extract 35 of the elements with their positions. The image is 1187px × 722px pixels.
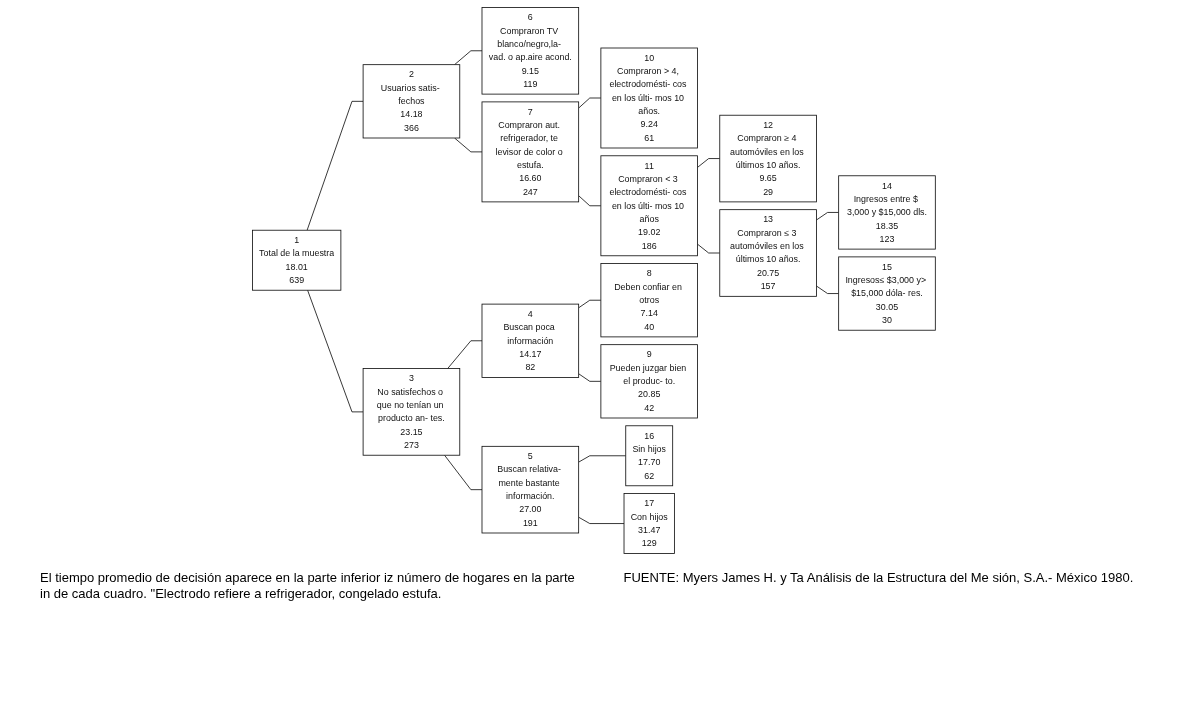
connector [577,372,601,382]
node-box: 15 Ingresos≤ $3,000 y> $15,000 dóla- res. 30.05 30 [837,255,936,331]
connector [443,454,482,490]
connector [696,157,720,168]
connector [453,137,482,152]
connector [577,299,601,308]
connector [306,100,364,231]
node-box: 7 Compraron aut. refrigerador, te levisor de color o estufa. 16.60 247 [481,100,579,202]
node-box: 11 Compraron < 3 electrodomésti- cos en los últi- mos 10 años 19.02 186 [600,154,698,256]
node-box: 16 Sin hijos 17.70 62 [624,424,673,486]
connector [815,211,839,220]
connector [446,339,482,369]
node-box: 9 Pueden juzgar bien el produc- to. 20.85 42 [600,343,698,418]
node-box: 4 Buscan poca información 14.17 82 [481,303,579,378]
note-text: El tiempo promedio de decisión aparece en la parte inferior iz número de hogares en la parte in de cada cuadro. "Electrodo refiere a refrigerador, congelado estufa. [40,570,576,603]
connector [577,516,625,524]
node-box: 2 Usuarios satis- fechos 14.18 366 [362,63,460,138]
node-box: 3 No satisfechos o que no tenían un producto an- tes. 23.15 273 [362,367,460,456]
note-text: FUENTE: Myers James H. y Ta Análisis de la Estructura del Me sión, S.A.- México 1980. [623,570,1135,587]
connector [815,285,839,294]
node-box: 17 Con hijos 31.47 129 [623,492,675,554]
connector [577,97,601,108]
connector [577,194,601,206]
node-box: 12 Compraron ≥ 4 automóviles en los últimos 10 años. 9.65 29 [718,114,817,202]
node-box: 1 Total de la muestra 18.01 639 [251,229,341,291]
node-box: 14 Ingresos entre $ 3,000 y $15,000 dls. 18.35 123 [837,174,936,250]
node-box: 8 Deben confiar en otros 7.14 40 [600,262,698,337]
connector [453,49,482,65]
connector [696,243,720,253]
connector [306,289,364,412]
connector [577,454,626,463]
node-box: 5 Buscan relativa- mente bastante información. 27.00 191 [481,445,579,533]
node-box: 10 Compraron > 4, electrodomésti- cos en los últi- mos 10 años. 9.24 61 [600,47,698,148]
node-box: 13 Compraron ≤ 3 automóviles en los últimos 10 años. 20.75 157 [718,208,817,297]
node-box: 6 Compraron TV blanco/negro,la- vad. o ap.aire acond. 9.15 119 [481,6,579,95]
